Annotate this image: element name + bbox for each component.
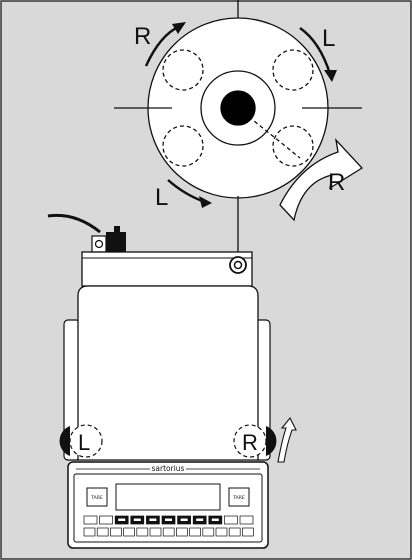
- disc-dashed-diagonal: [237, 107, 301, 159]
- disc-hole-top-left: [162, 49, 204, 91]
- rotate-arrow-icon: [299, 26, 332, 75]
- disc-hole-top-right: [272, 49, 314, 91]
- function-key-glyph: [165, 518, 172, 521]
- tare-left-label: TARE: [90, 495, 103, 501]
- weight-display: [115, 483, 221, 511]
- outline-rotate-arrow: R: [279, 137, 364, 222]
- rotate-arrow-icon: [277, 416, 297, 463]
- left-foot-dashed: [69, 424, 103, 458]
- leveling-feet: L R: [59, 416, 297, 463]
- disc-hole-bottom-right: [272, 125, 314, 167]
- pulley-outer: [229, 256, 247, 274]
- brand-logo: sartorius: [152, 464, 185, 473]
- function-key-glyph: [118, 518, 126, 521]
- numeric-key[interactable]: [123, 527, 135, 537]
- function-key-glyph: [180, 518, 188, 521]
- left-foot-dark: [59, 426, 70, 456]
- numeric-key[interactable]: [242, 527, 254, 537]
- function-key[interactable]: [224, 515, 238, 525]
- scale-draft-shield: [77, 285, 259, 461]
- function-key-glyph: [211, 518, 219, 521]
- tare-right-label: TARE: [232, 495, 245, 501]
- label-outline-arrow: R: [328, 169, 345, 196]
- arrowhead-icon: [199, 196, 212, 208]
- tare-left-button[interactable]: [86, 487, 108, 507]
- rotation-arrowheads: [172, 22, 337, 208]
- arrowhead-icon: [172, 22, 186, 34]
- function-key-glyph: [196, 518, 204, 521]
- function-key-row: [83, 515, 254, 525]
- label-foot-right: R: [242, 430, 258, 455]
- numeric-key[interactable]: [96, 527, 109, 537]
- numeric-key[interactable]: [228, 527, 241, 537]
- arrowhead-icon: [324, 70, 337, 82]
- numeric-key[interactable]: [110, 527, 122, 537]
- numeric-key[interactable]: [83, 527, 96, 537]
- pulley-inner: [233, 260, 243, 270]
- disc-center-knob: [220, 90, 256, 126]
- numeric-key[interactable]: [176, 527, 188, 537]
- plug-icon: [106, 232, 126, 252]
- numeric-key[interactable]: [149, 527, 162, 537]
- leveling-disc: [114, 0, 362, 258]
- label-rotate-l-bottom: L: [155, 184, 168, 211]
- plug-icon: [91, 235, 107, 253]
- function-key[interactable]: [99, 515, 113, 525]
- disc-hole-bottom-left: [162, 125, 204, 167]
- label-rotate-l-top: L: [322, 25, 335, 52]
- numeric-key[interactable]: [136, 527, 149, 537]
- right-foot-dashed: [233, 424, 267, 458]
- scale-control-panel: sartorius TARE TARE: [67, 461, 269, 549]
- function-key-glyph: [133, 518, 141, 521]
- numeric-key[interactable]: [202, 527, 215, 537]
- right-foot-dark: [266, 426, 277, 456]
- function-key-glyph: [149, 518, 157, 521]
- numeric-key[interactable]: [189, 527, 201, 537]
- numeric-key[interactable]: [162, 527, 175, 537]
- function-key[interactable]: [239, 515, 254, 525]
- numeric-key-row: [83, 527, 254, 537]
- numeric-key[interactable]: [215, 527, 228, 537]
- rotate-arrow-icon: [279, 137, 364, 222]
- scale-top-housing: [81, 251, 253, 287]
- label-rotate-r-top: R: [134, 23, 151, 50]
- function-key[interactable]: [83, 515, 98, 525]
- power-cable-icon: [47, 213, 126, 253]
- tare-right-button[interactable]: [228, 487, 250, 507]
- label-foot-left: L: [78, 430, 90, 455]
